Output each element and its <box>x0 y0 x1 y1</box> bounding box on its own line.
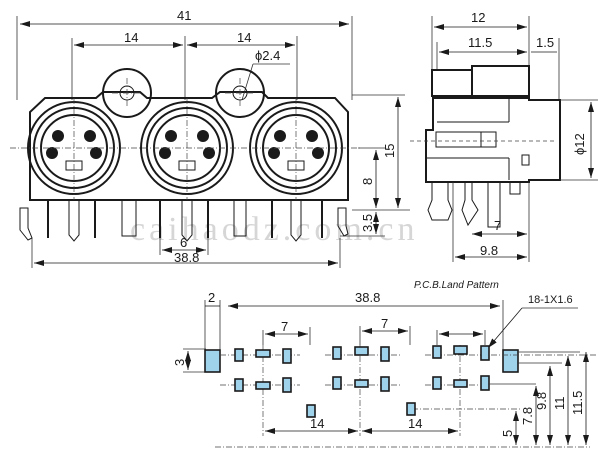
dim-flange: 1.5 <box>536 35 554 50</box>
dim-h-5: 5 <box>500 430 515 437</box>
dim-jack-pitch-2: 14 <box>237 30 251 45</box>
side-view: 12 11.5 1.5 ϕ12 7 9.8 <box>410 10 598 262</box>
dim-h-7-8: 7.8 <box>520 407 535 425</box>
dim-mount-hole: ϕ2.4 <box>255 48 280 63</box>
dim-pin-group-1: 7 <box>281 319 288 334</box>
mount-ear-left <box>102 68 152 118</box>
dim-pin-length: 3.5 <box>360 214 375 232</box>
dim-height-total: 15 <box>382 144 397 158</box>
pad-group-2 <box>332 346 416 416</box>
pcb-title: P.C.B.Land Pattern <box>414 280 499 291</box>
dim-pin-row-depth: 9.8 <box>480 243 498 258</box>
dim-jack-pitch-1: 14 <box>124 30 138 45</box>
pad-group-3 <box>432 345 490 391</box>
front-view: 41 14 14 ϕ2.4 <box>10 8 410 268</box>
dim-pad-height: 3 <box>172 359 187 366</box>
dim-lead-span: 38.8 <box>174 250 199 265</box>
pad-spec-label: 18-1X1.6 <box>528 294 573 306</box>
watermark-text: caihaodz.com.cn <box>130 211 418 248</box>
mount-ear-right <box>215 68 265 118</box>
dim-pin-spacing: 6 <box>180 235 187 250</box>
dim-pin-group-2: 7 <box>381 316 388 331</box>
dim-pitch-2: 14 <box>408 416 422 431</box>
pcb-land-pattern: P.C.B.Land Pattern 2 38.8 18-1X1.6 7 7 3 <box>172 280 598 448</box>
dim-body-depth: 11.5 <box>468 35 492 50</box>
pad-group-1 <box>234 348 316 418</box>
dim-overall-span: 38.8 <box>355 290 380 305</box>
dim-depth: 12 <box>471 10 485 25</box>
mount-pad-left <box>204 349 221 373</box>
dim-pitch-1: 14 <box>310 416 324 431</box>
mount-pad-right <box>502 349 519 373</box>
dim-h-9-8: 9.8 <box>534 392 549 410</box>
dim-h-11-5: 11.5 <box>570 391 585 415</box>
dim-mount-pad-width: 2 <box>208 290 215 305</box>
dim-center-height: 8 <box>360 178 375 185</box>
dim-h-11: 11 <box>552 397 567 411</box>
dim-shell-dia: ϕ12 <box>572 133 587 155</box>
dim-overall-width: 41 <box>177 8 191 23</box>
dim-pin-offset: 7 <box>494 218 501 233</box>
